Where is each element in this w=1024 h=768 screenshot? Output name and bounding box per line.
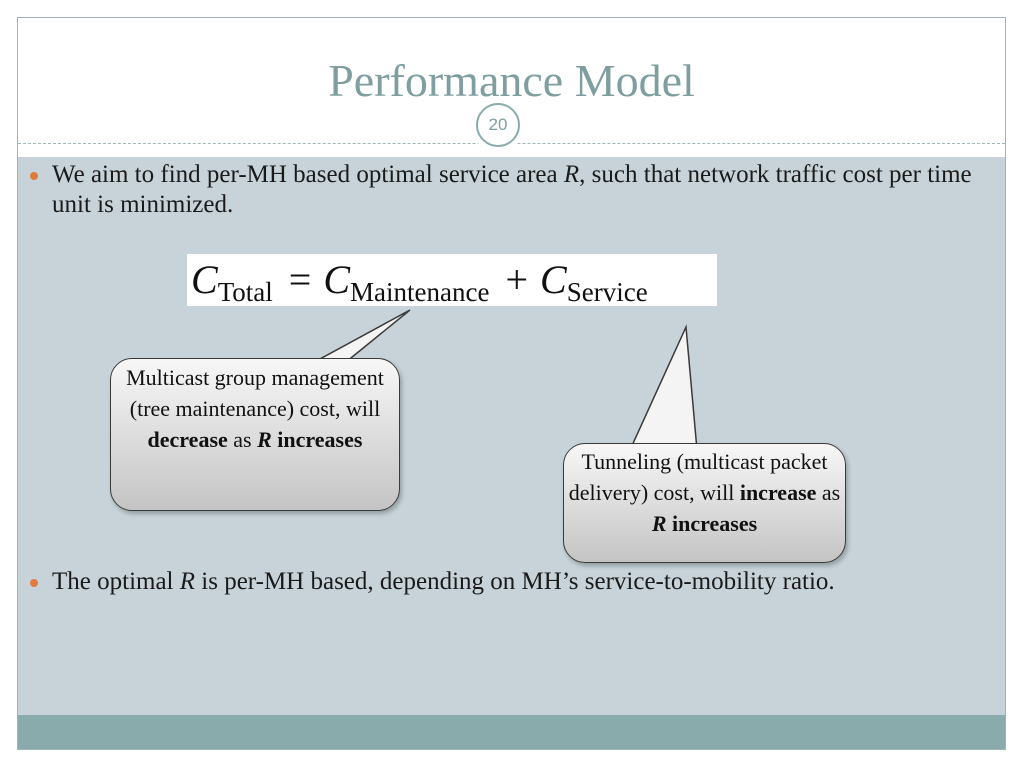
callout-maintenance-cost: Multicast group management (tree mainten… — [110, 358, 400, 511]
equation-symbol: C — [191, 257, 218, 302]
cost-equation: CTotal =CMaintenance +CService — [187, 254, 717, 307]
page-number-badge: 20 — [471, 98, 525, 152]
bullet-dot-icon — [30, 172, 38, 180]
equation-equals: = — [288, 257, 312, 302]
bullet-text: is per-MH based, depending on MH’s servi… — [195, 568, 835, 595]
callout-as: as — [233, 427, 252, 452]
callout-as: as — [821, 480, 841, 505]
callout-tail-text: increases — [277, 427, 363, 452]
bullet-dot-icon — [30, 579, 38, 587]
bullet-var: R — [179, 568, 196, 595]
equation-subscript-maintenance: Maintenance — [350, 277, 490, 307]
bullet-text: , such that network traffic cost per tim… — [52, 161, 972, 218]
callout-text: Tunneling (multicast packet delivery) co… — [568, 449, 828, 505]
equation-subscript-service: Service — [566, 277, 648, 307]
equation-plus: + — [505, 257, 529, 302]
callout-service-cost: Tunneling (multicast packet delivery) co… — [563, 443, 846, 563]
callout-tail-text: increases — [672, 511, 758, 536]
equation-subscript-total: Total — [217, 277, 273, 307]
callout-var: R — [257, 427, 272, 452]
callout-tail-service — [623, 324, 699, 462]
slide-title: Performance Model — [328, 55, 695, 106]
equation-symbol: C — [323, 257, 351, 302]
callout-keyword: decrease — [147, 427, 228, 452]
bullet-item-1: We aim to find per-MH based optimal serv… — [30, 160, 972, 220]
bullet-text: We aim to find per-MH based optimal serv… — [52, 161, 564, 188]
callout-keyword: increase — [739, 480, 817, 505]
callout-text: Multicast group management (tree mainten… — [126, 365, 384, 421]
bullet-text: The optimal — [52, 568, 180, 595]
footer-bar — [18, 715, 1005, 749]
page-number: 20 — [476, 103, 520, 147]
callout-var: R — [651, 511, 667, 536]
bullet-item-2: The optimal R is per-MH based, depending… — [30, 567, 972, 597]
equation-symbol: C — [540, 257, 567, 302]
bullet-var: R — [563, 161, 580, 188]
